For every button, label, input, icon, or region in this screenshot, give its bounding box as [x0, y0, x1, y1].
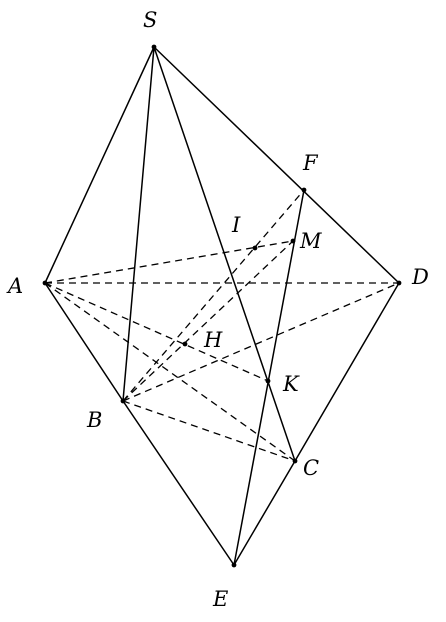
label-M: M	[299, 229, 322, 253]
label-K: K	[282, 372, 300, 396]
point-K	[265, 378, 271, 384]
solid-segment-EF	[233, 189, 305, 566]
label-B: B	[86, 408, 102, 432]
solid-segment-AB	[44, 282, 124, 402]
point-H	[182, 341, 188, 347]
label-E: E	[212, 587, 228, 611]
solid-segment-EC	[233, 460, 296, 566]
point-A	[42, 280, 48, 286]
dashed-segment-AM	[44, 240, 294, 284]
dashed-segment-BM	[122, 240, 294, 402]
dashed-segment-AC	[44, 282, 296, 462]
vertex-labels: S A B C D E F I M H K	[6, 8, 429, 611]
label-H: H	[203, 328, 223, 352]
point-B	[120, 398, 126, 404]
hidden-edges	[44, 189, 400, 462]
label-D: D	[411, 265, 429, 289]
point-F	[301, 187, 307, 193]
visible-edges	[44, 46, 400, 566]
solid-segment-SC	[153, 46, 296, 462]
point-C	[292, 458, 298, 464]
solid-segment-SA	[44, 46, 155, 284]
point-M	[290, 238, 296, 244]
label-S: S	[143, 8, 157, 32]
point-S	[151, 44, 157, 50]
label-F: F	[302, 151, 319, 175]
point-I	[252, 245, 258, 251]
dashed-segment-BC	[122, 400, 296, 462]
solid-segment-CD	[294, 282, 400, 462]
dashed-segment-AK	[44, 282, 269, 382]
point-D	[396, 280, 402, 286]
solid-segment-BE	[122, 400, 235, 566]
dashed-segment-BF	[122, 189, 305, 402]
vertex-dots	[42, 44, 402, 568]
label-C: C	[303, 456, 319, 480]
label-A: A	[6, 274, 23, 298]
point-E	[231, 562, 237, 568]
label-I: I	[231, 213, 241, 237]
solid-segment-SD	[153, 46, 400, 284]
dashed-segment-BD	[122, 282, 400, 402]
solid-segment-SB	[122, 46, 155, 402]
